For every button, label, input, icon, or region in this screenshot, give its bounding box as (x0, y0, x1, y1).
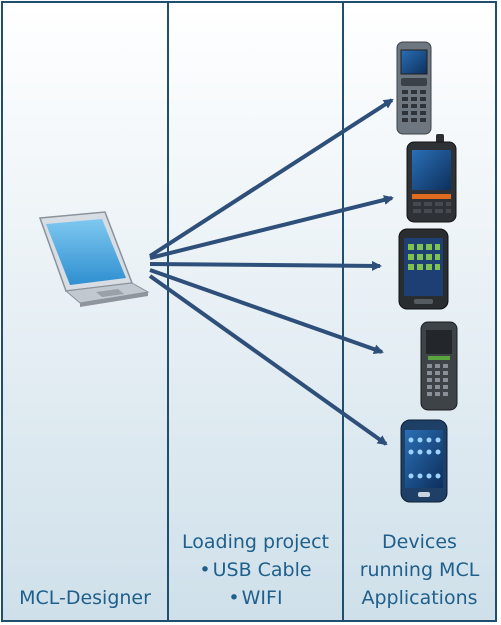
connection-arrows (148, 98, 394, 446)
designer-label: MCL-Designer (1, 584, 169, 612)
arrow-device-5 (148, 274, 388, 446)
arrow-device-1 (148, 98, 394, 258)
loading-bullet-2-text: WIFI (241, 587, 283, 609)
arrow-device-4 (149, 268, 384, 355)
smartphone-icon (400, 419, 448, 503)
designer-panel (1, 1, 169, 622)
loading-bullet-1-text: USB Cable (212, 559, 312, 581)
laptop-icon (38, 211, 150, 307)
smartphone-rugged-icon (398, 228, 449, 310)
devices-label: Devices running MCL Applications (342, 528, 497, 612)
rugged-handheld-icon (406, 134, 457, 223)
devices-line-3: Applications (361, 587, 478, 609)
designer-title: MCL-Designer (19, 587, 151, 609)
loading-label: Loading project •USB Cable •WIFI (167, 528, 344, 612)
handheld-scanner-icon (420, 321, 458, 411)
handheld-keypad-icon (396, 41, 432, 135)
arrow-device-2 (149, 195, 394, 260)
arrow-device-3 (149, 260, 382, 271)
devices-line-1: Devices (382, 531, 457, 553)
loading-title: Loading project (182, 531, 329, 553)
loading-bullet-1: •USB Cable (199, 559, 312, 581)
devices-line-2: running MCL (359, 559, 480, 581)
loading-bullet-2: •WIFI (228, 587, 283, 609)
